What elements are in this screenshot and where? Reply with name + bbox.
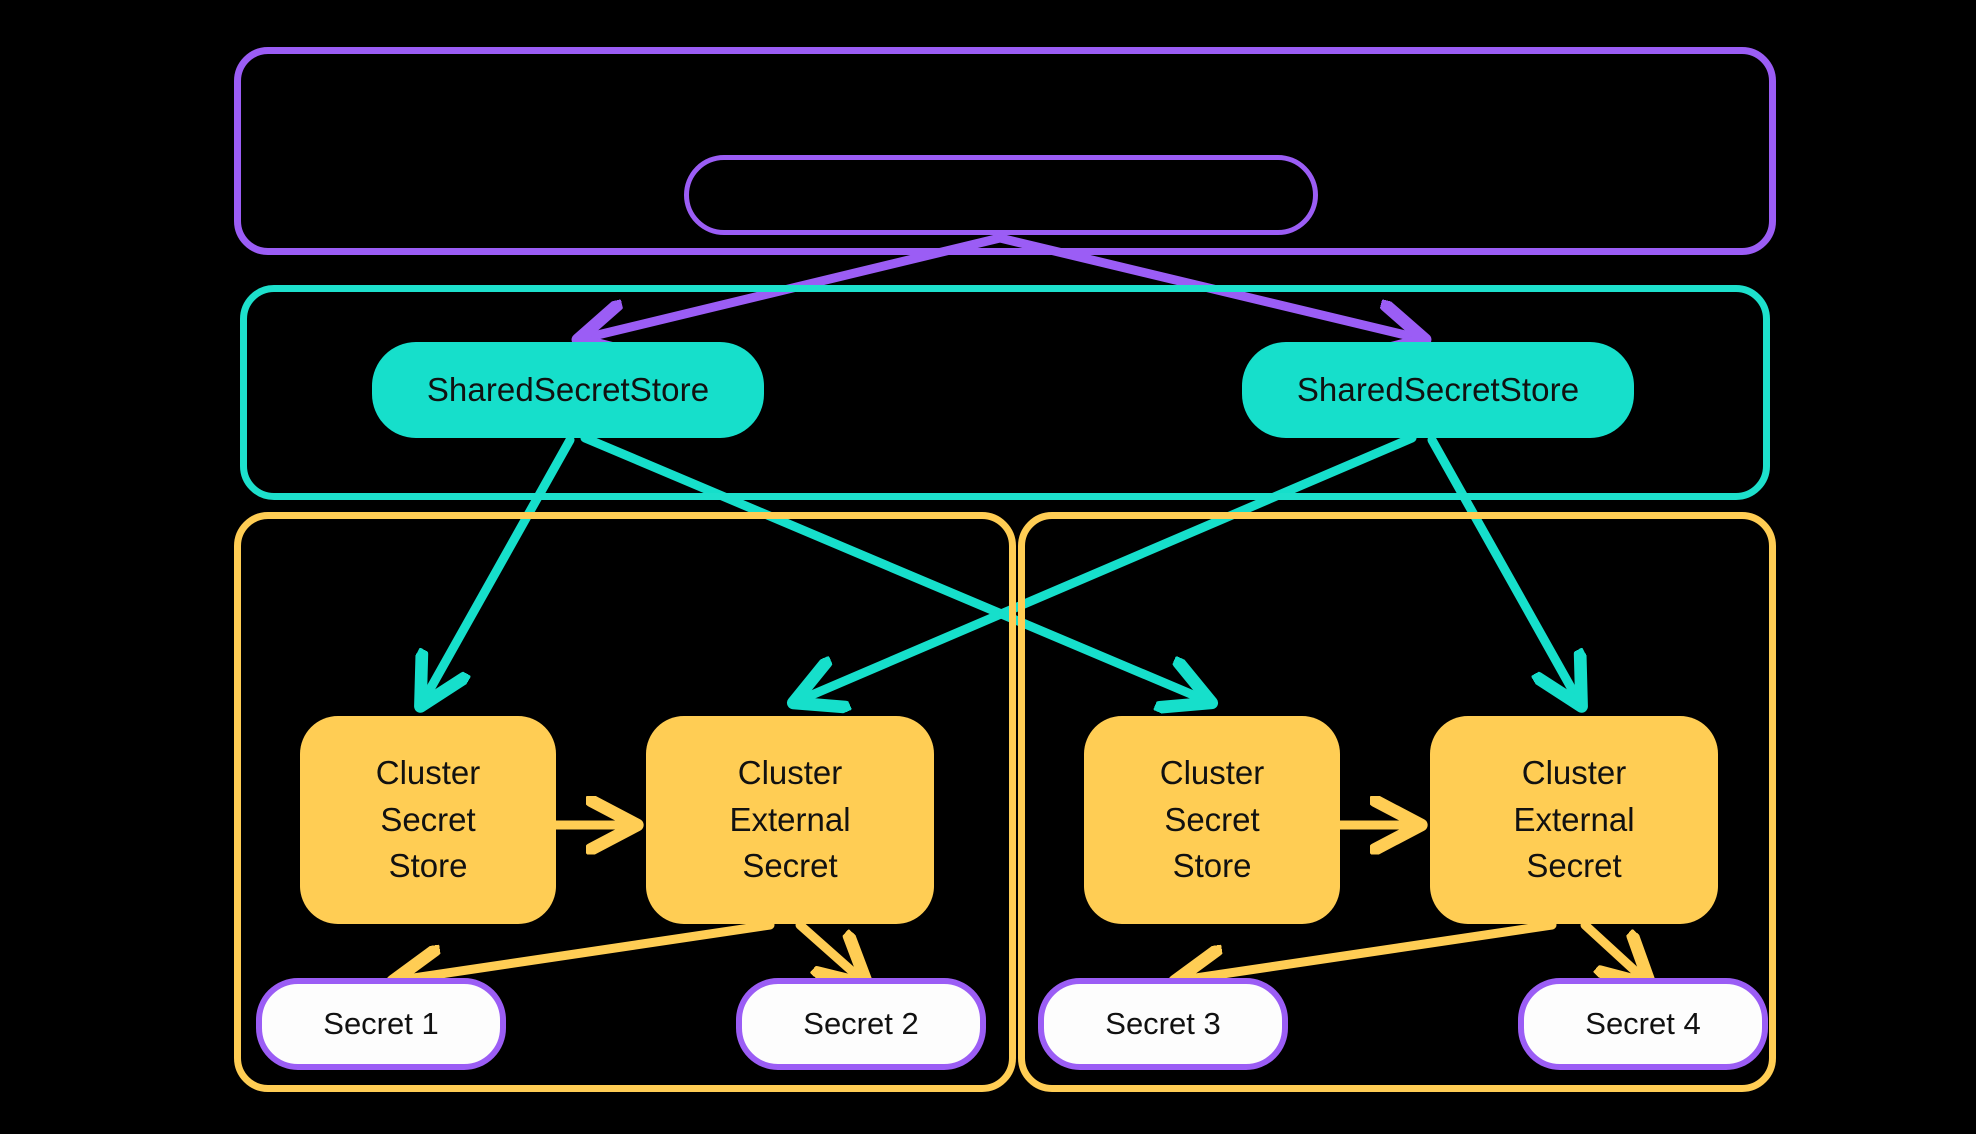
node-cluster-external-secret-left[interactable]: Cluster External Secret bbox=[646, 716, 934, 924]
node-cluster-secret-store-left[interactable]: Cluster Secret Store bbox=[300, 716, 556, 924]
node-secret-3-label: Secret 3 bbox=[1105, 1006, 1221, 1041]
node-shared-secret-store-left-label: SharedSecretStore bbox=[426, 371, 710, 408]
node-secret-2[interactable]: Secret 2 bbox=[736, 978, 986, 1070]
node-secret-3[interactable]: Secret 3 bbox=[1038, 978, 1288, 1070]
node-operator[interactable] bbox=[684, 155, 1318, 235]
shared-store-scope-container bbox=[240, 285, 1770, 500]
node-secret-4[interactable]: Secret 4 bbox=[1518, 978, 1768, 1070]
node-cluster-secret-store-right-label: Cluster Secret Store bbox=[1159, 753, 1265, 885]
node-cluster-external-secret-left-label: Cluster External Secret bbox=[729, 753, 851, 885]
node-secret-2-label: Secret 2 bbox=[803, 1006, 919, 1041]
cluster-right-container bbox=[1018, 512, 1776, 1092]
cluster-left-container bbox=[234, 512, 1016, 1092]
node-cluster-secret-store-right[interactable]: Cluster Secret Store bbox=[1084, 716, 1340, 924]
node-secret-1[interactable]: Secret 1 bbox=[256, 978, 506, 1070]
node-cluster-external-secret-right[interactable]: Cluster External Secret bbox=[1430, 716, 1718, 924]
node-secret-4-label: Secret 4 bbox=[1585, 1006, 1701, 1041]
node-shared-secret-store-right-label: SharedSecretStore bbox=[1296, 371, 1580, 408]
operator-scope-container bbox=[234, 47, 1776, 255]
node-cluster-secret-store-left-label: Cluster Secret Store bbox=[375, 753, 481, 885]
node-cluster-external-secret-right-label: Cluster External Secret bbox=[1513, 753, 1635, 885]
node-shared-secret-store-right[interactable]: SharedSecretStore bbox=[1242, 342, 1634, 438]
node-secret-1-label: Secret 1 bbox=[323, 1006, 439, 1041]
node-shared-secret-store-left[interactable]: SharedSecretStore bbox=[372, 342, 764, 438]
